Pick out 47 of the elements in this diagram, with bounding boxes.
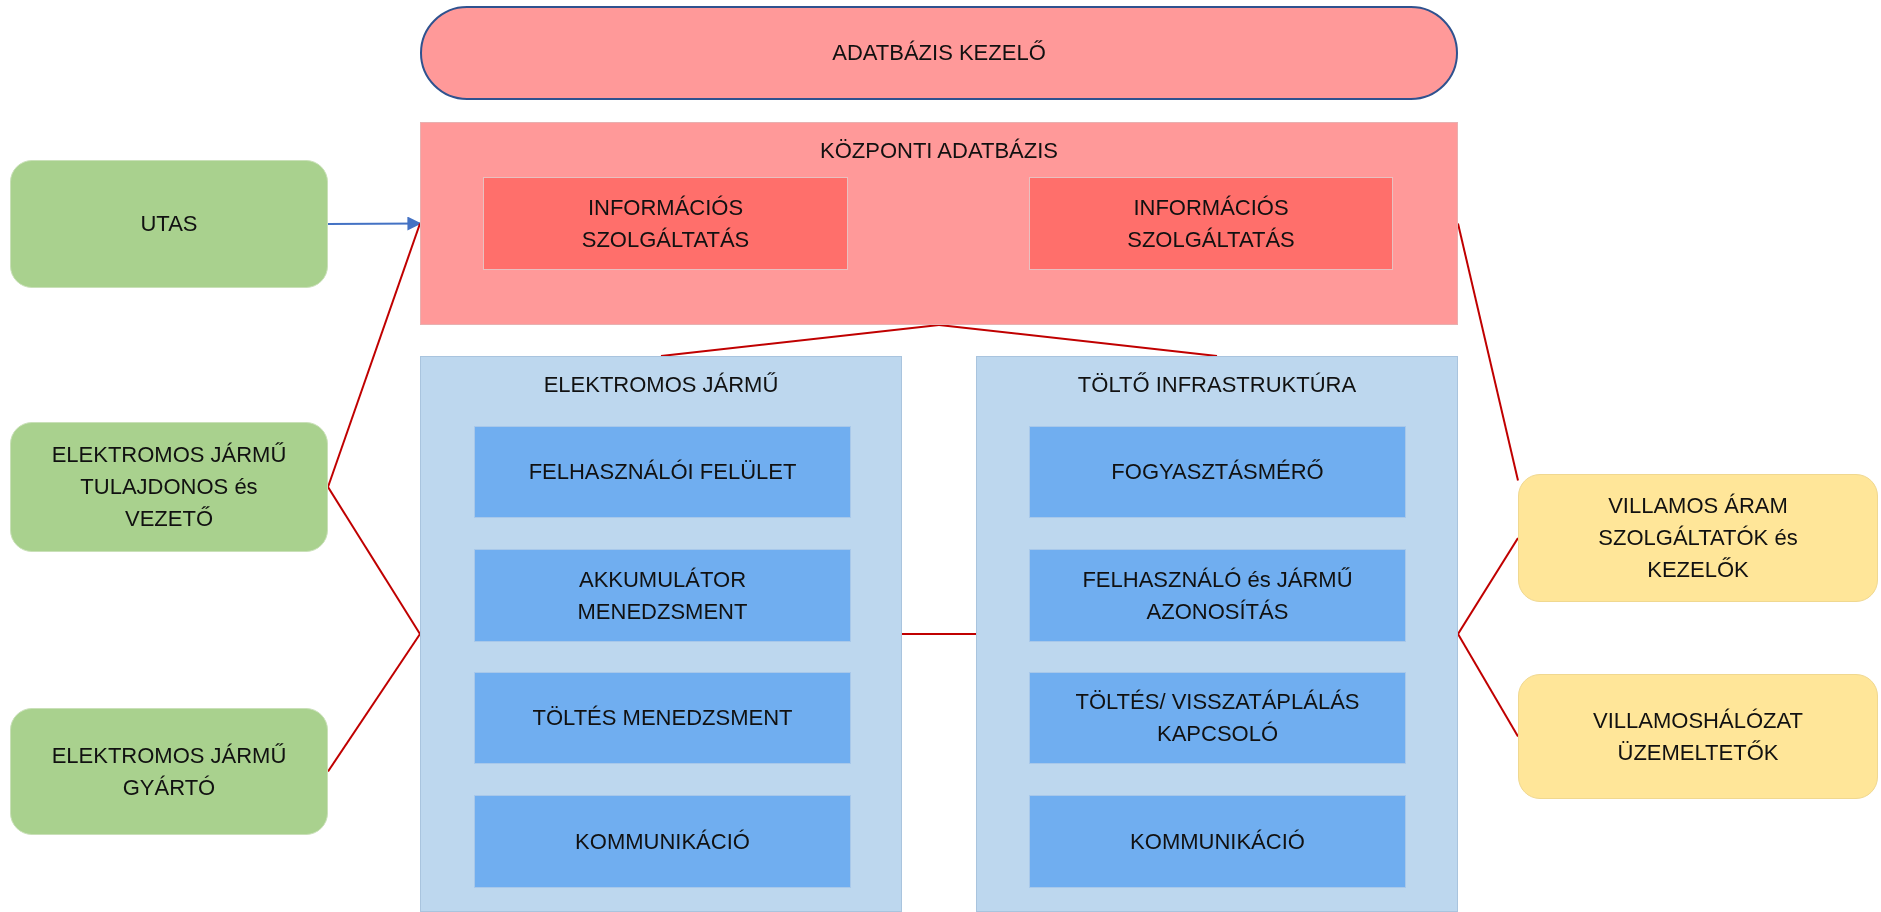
- service-box: [1029, 177, 1393, 270]
- module-box: [1029, 549, 1406, 642]
- connector-line: [327, 633, 421, 773]
- node-label: ELEKTROMOS JÁRMŰ TULAJDONOS és VEZETŐ: [50, 441, 288, 533]
- node-label: VILLAMOS ÁRAM SZOLGÁLTATÓK és KEZELŐK: [1597, 492, 1799, 584]
- module-box: [1029, 672, 1406, 764]
- node-label: AKKUMULÁTOR MENEDZSMENT: [576, 565, 749, 626]
- node-label: FELHASZNÁLÓI FELÜLET: [527, 458, 798, 487]
- connector-line: [1457, 537, 1519, 635]
- node-label: KOMMUNIKÁCIÓ: [574, 827, 751, 856]
- connector-line: [660, 324, 940, 357]
- actor-box: [10, 422, 328, 552]
- group-heading: KÖZPONTI ADATBÁZIS: [819, 137, 1059, 165]
- node-label: TÖLTÉS MENEDZSMENT: [531, 704, 794, 733]
- module-box: [474, 795, 851, 888]
- node-label: INFORMÁCIÓS SZOLGÁLTATÁS: [580, 193, 751, 254]
- module-box: [1029, 795, 1406, 888]
- module-box: [474, 549, 851, 642]
- node-label: KOMMUNIKÁCIÓ: [1129, 827, 1306, 856]
- actor-box: [10, 708, 328, 835]
- utility-box: [1518, 474, 1878, 602]
- service-box: [483, 177, 848, 270]
- group-heading: ELEKTROMOS JÁRMŰ: [542, 371, 780, 399]
- connector-line: [1457, 222, 1519, 482]
- connector-line: [901, 633, 977, 635]
- arrow: [327, 216, 422, 231]
- connector-line: [327, 222, 421, 488]
- node-label: VILLAMOSHÁLÓZAT ÜZEMELTETŐK: [1592, 706, 1804, 767]
- connector-line: [938, 324, 1218, 357]
- node-label: INFORMÁCIÓS SZOLGÁLTATÁS: [1126, 193, 1296, 254]
- node-label: ADATBÁZIS KEZELŐ: [831, 39, 1047, 68]
- actor-box: [10, 160, 328, 288]
- group-panel: [420, 356, 902, 912]
- node-label: ELEKTROMOS JÁRMŰ GYÁRTÓ: [50, 741, 288, 802]
- database-panel: [420, 122, 1458, 325]
- node-label: TÖLTÉS/ VISSZATÁPLÁLÁS KAPCSOLÓ: [1074, 688, 1361, 748]
- node-label: FOGYASZTÁSMÉRŐ: [1110, 458, 1325, 487]
- group-panel: [976, 356, 1458, 912]
- node-label: FELHASZNÁLÓ és JÁRMŰ AZONOSÍTÁS: [1081, 565, 1354, 626]
- utility-box: [1518, 674, 1878, 799]
- module-box: [1029, 426, 1406, 518]
- connector-line: [1457, 633, 1519, 738]
- connector-line: [327, 486, 421, 635]
- module-box: [474, 426, 851, 518]
- group-heading: TÖLTŐ INFRASTRUKTÚRA: [1076, 371, 1358, 399]
- module-box: [474, 672, 851, 764]
- node-label: UTAS: [139, 210, 199, 239]
